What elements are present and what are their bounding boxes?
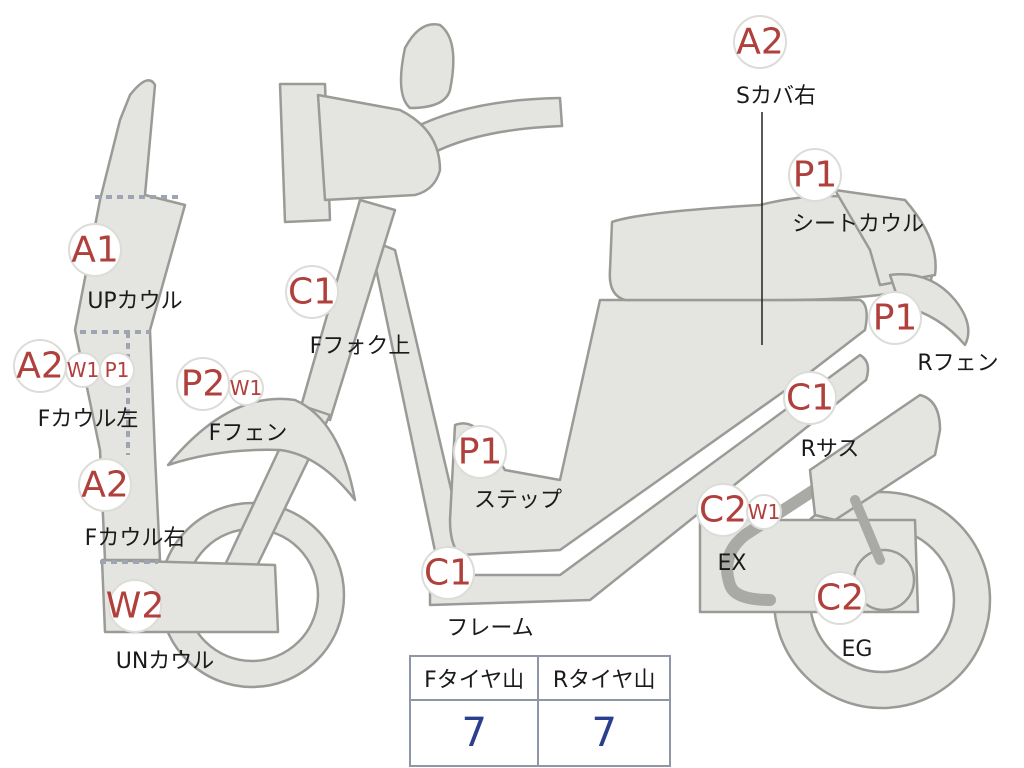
svg-text:C1: C1	[424, 553, 472, 594]
rear-shock-rod	[850, 495, 885, 565]
front-fork-shape	[298, 198, 397, 422]
svg-text:W1: W1	[748, 500, 781, 524]
grade-a1-upcowl: A1	[68, 223, 122, 277]
grade-c2-eg: C2	[813, 571, 867, 625]
label-step: ステップ	[474, 488, 562, 513]
label-r-fender: Rフェン	[917, 351, 998, 376]
label-ex: EX	[718, 551, 747, 576]
svg-text:W1: W1	[230, 376, 263, 400]
label-f-fork-upper: Fフォク上	[310, 334, 411, 359]
svg-text:P1: P1	[458, 432, 503, 473]
grade-a2-fcowl-left: A2	[13, 339, 67, 393]
grade-w1-fcowl-left: W1	[65, 352, 101, 388]
rear-tire-value: 7	[537, 699, 671, 767]
label-seat-cowl: シートカウル	[792, 212, 924, 237]
headlight-shape	[278, 82, 332, 224]
svg-text:W2: W2	[106, 586, 165, 627]
label-un-cowl: UNカウル	[116, 649, 215, 674]
grade-p2-ffender: P2	[176, 357, 230, 411]
tire-table-value-row: 7 7	[408, 699, 671, 767]
front-cowl-shape	[73, 79, 187, 562]
exhaust-pipe	[721, 464, 851, 606]
svg-text:P1: P1	[793, 155, 838, 196]
rear-suspension-shape	[808, 393, 942, 522]
tire-table-header-row: Fタイヤ山 Rタイヤ山	[408, 655, 671, 701]
svg-text:A2: A2	[16, 346, 64, 387]
grade-p1-fcowl-left: P1	[99, 352, 135, 388]
grade-a2-scover: A2	[733, 15, 787, 69]
label-frame: フレーム	[446, 616, 533, 641]
svg-text:C2: C2	[816, 578, 864, 619]
svg-text:P2: P2	[181, 364, 226, 405]
handlebar-top	[399, 23, 455, 110]
label-eg: EG	[842, 637, 873, 662]
grade-c1-ffork: C1	[285, 265, 339, 319]
floor-body-shape	[448, 298, 868, 557]
grade-p1-rfender: P1	[868, 291, 922, 345]
label-up-cowl: UPカウル	[87, 289, 182, 314]
grade-c1-frame: C1	[421, 546, 475, 600]
rear-tire-header: Rタイヤ山	[537, 655, 671, 701]
grade-a2-fcowl-right: A2	[78, 458, 132, 512]
svg-text:A2: A2	[81, 465, 129, 506]
svg-text:P1: P1	[873, 298, 918, 339]
label-r-sus: Rサス	[801, 437, 860, 462]
label-f-cowl-left: Fカウル左	[38, 407, 139, 432]
grade-c1-rsus: C1	[783, 371, 837, 425]
grade-p1-step: P1	[453, 425, 507, 479]
svg-text:W1: W1	[67, 358, 100, 382]
grade-p1-seatcowl: P1	[788, 148, 842, 202]
svg-text:C1: C1	[786, 378, 834, 419]
svg-text:P1: P1	[105, 358, 130, 382]
svg-text:C1: C1	[288, 272, 336, 313]
svg-text:A1: A1	[71, 230, 119, 271]
tire-tread-table: Fタイヤ山 Rタイヤ山 7 7	[408, 655, 671, 767]
grade-w1-ex: W1	[746, 494, 782, 530]
label-f-fender: Fフェン	[209, 421, 288, 446]
svg-text:A2: A2	[736, 22, 784, 63]
front-tire-header: Fタイヤ山	[408, 655, 540, 701]
grade-w1-ffender: W1	[228, 370, 264, 406]
grade-w2-uncowl: W2	[106, 579, 165, 633]
grade-c2-ex: C2	[696, 483, 750, 537]
front-tire-value: 7	[408, 699, 540, 767]
front-cover-shape	[316, 93, 442, 202]
label-s-cover-right: Sカバ右	[736, 84, 816, 109]
rear-fender-shape	[888, 273, 970, 347]
label-f-cowl-right: Fカウル右	[85, 526, 186, 551]
svg-text:C2: C2	[699, 490, 747, 531]
